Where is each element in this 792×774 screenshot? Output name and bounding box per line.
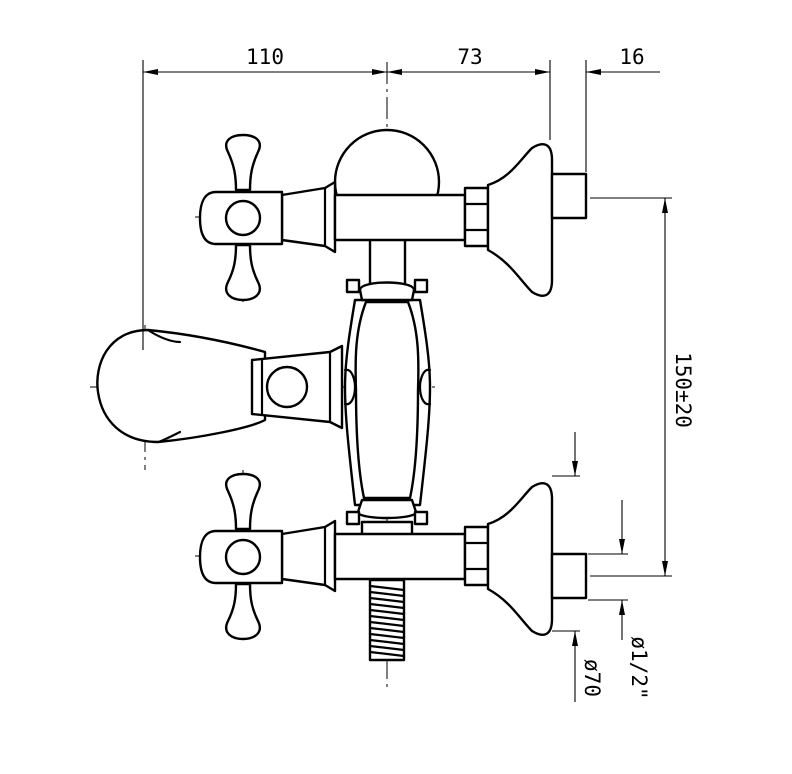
- dim-half-arrow-bottom: [619, 600, 625, 615]
- dimension-lines: [142, 60, 672, 702]
- hose-coil: [368, 584, 406, 592]
- handset-grip: [354, 300, 420, 500]
- lower-escutcheon: [486, 482, 554, 636]
- dim-73-label: 73: [457, 45, 482, 69]
- hose-coil: [368, 638, 406, 646]
- lower-handle-top-arm: [225, 472, 261, 531]
- upper-handle-top-arm: [225, 133, 261, 192]
- dim-110-label: 110: [246, 45, 284, 69]
- dim-110-arrow-right: [372, 69, 387, 75]
- lower-body-bar: [333, 532, 467, 581]
- lower-valve-assembly: [198, 472, 588, 641]
- upper-clip-right: [413, 278, 429, 294]
- dim-70-arrow-top: [572, 461, 578, 476]
- handset-bottom-ring: [356, 498, 418, 520]
- hose-coil: [368, 620, 406, 628]
- dim-16-arrow: [586, 69, 601, 75]
- dim-70-arrow-bottom: [572, 631, 578, 646]
- hose-coil: [368, 614, 406, 622]
- spout-diverter-knob: [265, 365, 309, 409]
- lower-nut: [463, 525, 490, 587]
- dim-73-arrow-left: [387, 69, 402, 75]
- lower-clip-left: [345, 510, 361, 526]
- dim-110-arrow-left: [143, 69, 158, 75]
- lower-clip-right: [413, 510, 429, 526]
- hose-coil: [368, 626, 406, 634]
- hose-coil: [368, 596, 406, 604]
- dim-73-arrow-right: [535, 69, 550, 75]
- upper-handle-bottom-arm: [225, 243, 261, 302]
- upper-valve-bonnet: [280, 180, 337, 254]
- lower-handle-cap: [224, 538, 262, 576]
- hose-coil: [368, 644, 406, 652]
- hose-coil: [368, 590, 406, 598]
- hose-coil: [368, 632, 406, 640]
- lower-handle-bottom-arm: [225, 582, 261, 641]
- hose-coils: [368, 584, 406, 658]
- dimension-labels: 110 73 16 150±20 ø1/2" ø70: [246, 45, 695, 700]
- central-body-right-bulge: [418, 368, 432, 406]
- handset-top-ring: [358, 281, 416, 302]
- upper-body-bar: [333, 193, 467, 242]
- upper-inlet: [550, 172, 588, 220]
- dim-half-inch-label: ø1/2": [627, 636, 651, 699]
- upper-clip-left: [345, 278, 361, 294]
- lower-inlet: [550, 552, 588, 600]
- spout-bottom-curve: [156, 430, 182, 444]
- upper-handle-cap: [224, 199, 262, 237]
- upper-valve-assembly: [198, 133, 588, 302]
- spout-top-curve: [146, 328, 182, 344]
- upper-nut: [463, 186, 490, 248]
- dim-150-label: 150±20: [671, 352, 695, 428]
- spout: [96, 328, 344, 444]
- dim-150-arrow-bottom: [662, 561, 668, 576]
- dim-70-label: ø70: [580, 659, 604, 697]
- hose-coil: [368, 602, 406, 610]
- upper-escutcheon: [486, 143, 554, 297]
- hose-coil: [368, 650, 406, 658]
- dim-150-arrow-top: [662, 198, 668, 213]
- hose-coil: [368, 608, 406, 616]
- dim-16-label: 16: [619, 45, 644, 69]
- lower-valve-bonnet: [280, 519, 337, 593]
- spout-body: [96, 328, 267, 444]
- dim-half-arrow-top: [619, 539, 625, 554]
